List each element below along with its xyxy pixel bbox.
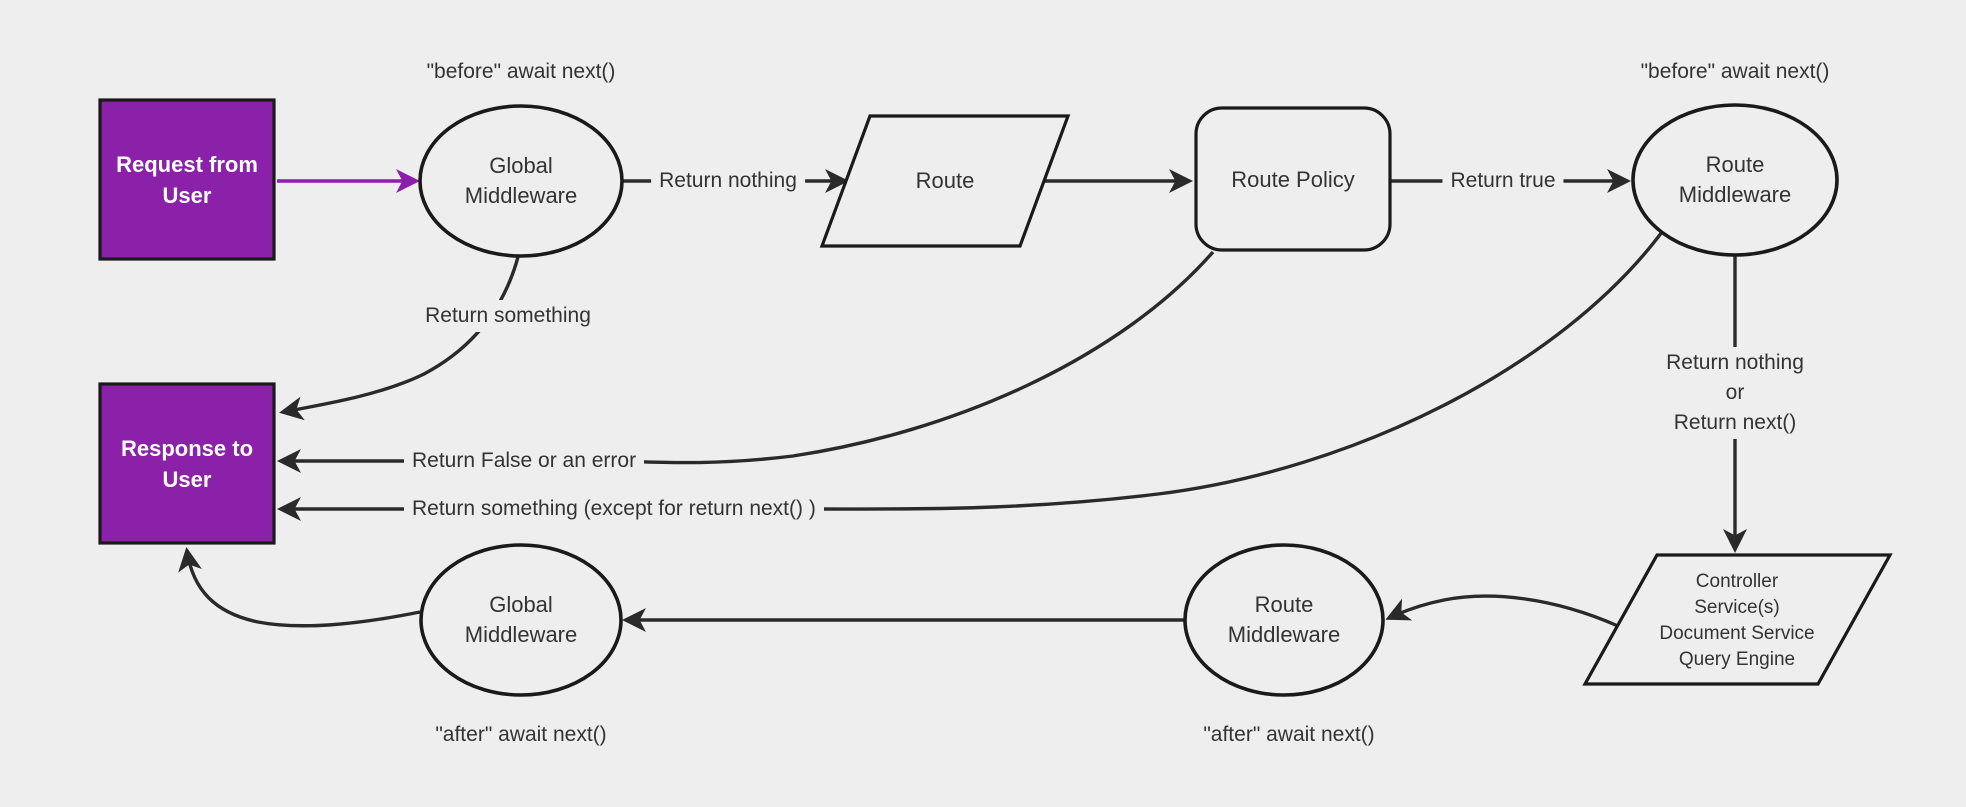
edge-global-middleware-bottom-to-response (178, 547, 421, 628)
response-node (98, 382, 276, 545)
request-node (98, 98, 276, 261)
route-policy-node (1194, 106, 1392, 252)
return-nothing-edge-label: Return nothing (651, 165, 805, 197)
return-nothing-or-next-edge-label: Return nothing or Return next() (1658, 347, 1812, 439)
edge-route-policy-return-false (277, 250, 1215, 473)
controller-line: Controller (1695, 571, 1779, 592)
route-middleware-top-label: Route Middleware (1678, 152, 1792, 207)
controller-services-label: Controller Service(s) Document Service Q… (1659, 569, 1814, 673)
before-await-next-right-annotation: "before" await next() (1640, 60, 1830, 83)
return-false-edge-label: Return False or an error (404, 445, 645, 477)
response-node-label: Response to User (120, 436, 254, 492)
return-something-edge-label: Return something (417, 300, 599, 332)
global-middleware-top-label: Global Middleware (464, 153, 578, 208)
controller-line: Document Service (1659, 623, 1815, 644)
global-middleware-top-node (418, 104, 624, 258)
edge-label-line: or (1725, 381, 1745, 404)
route-middleware-bottom-node (1183, 543, 1385, 697)
edge-controller-to-route-middleware-bottom (1385, 594, 1619, 628)
edge-route-middleware-return-something-except (277, 230, 1664, 521)
return-true-edge-label: Return true (1442, 165, 1564, 197)
return-something-except-edge-label: Return something (except for return next… (404, 493, 824, 525)
route-policy-label: Route Policy (1231, 167, 1355, 192)
edge-label-line: Return nothing (1666, 351, 1804, 374)
controller-services-node (1582, 553, 1893, 686)
edge-global-middleware-return-something (279, 256, 520, 421)
global-middleware-bottom-label: Global Middleware (464, 592, 578, 647)
global-middleware-bottom-node (419, 543, 623, 697)
request-node-label: Request from User (116, 152, 258, 208)
controller-line: Query Engine (1678, 649, 1796, 670)
route-label: Route (915, 168, 975, 193)
controller-line: Service(s) (1694, 597, 1780, 618)
after-await-next-right-annotation: "after" await next() (1203, 723, 1375, 746)
before-await-next-left-annotation: "before" await next() (426, 60, 616, 83)
route-middleware-bottom-label: Route Middleware (1227, 592, 1341, 647)
after-await-next-left-annotation: "after" await next() (435, 723, 607, 746)
route-middleware-top-node (1631, 103, 1839, 257)
route-node (819, 114, 1071, 248)
edge-label-line: Return next() (1673, 411, 1797, 434)
